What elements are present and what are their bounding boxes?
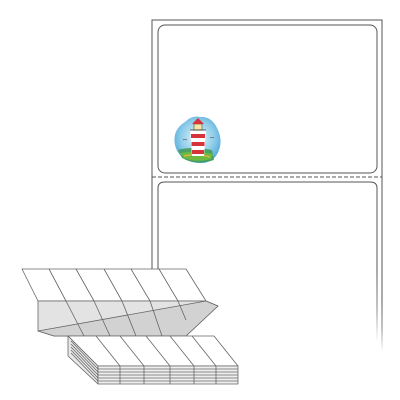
fold-segment-top	[21, 268, 207, 302]
fanfold-stack	[21, 268, 239, 385]
stack-layers	[67, 335, 239, 385]
lighthouse-icon	[174, 116, 221, 164]
fold-segment-middle	[37, 300, 219, 337]
